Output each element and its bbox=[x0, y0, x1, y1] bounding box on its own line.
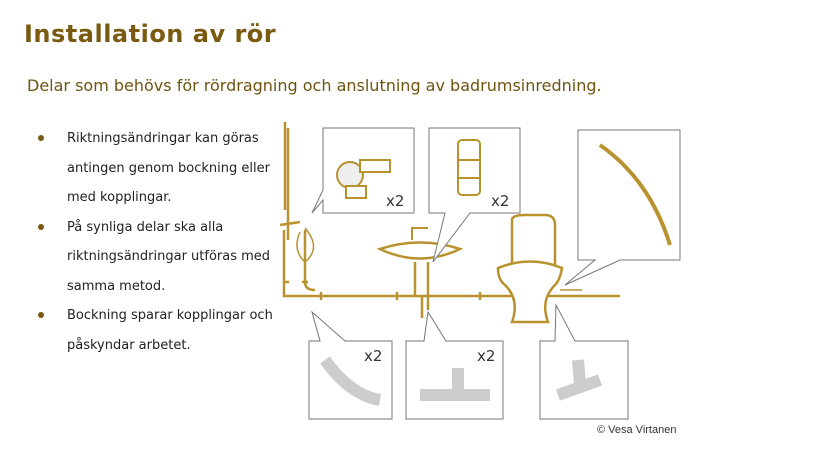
pipe-line bbox=[279, 220, 620, 298]
bullet-item: På synliga delar ska alla riktningsändri… bbox=[36, 213, 276, 302]
shower-rail-icon bbox=[283, 122, 290, 240]
elbow-qty: x2 bbox=[364, 347, 382, 365]
bullet-icon bbox=[38, 312, 44, 318]
tee-icon bbox=[420, 368, 490, 401]
bullet-icon bbox=[38, 223, 44, 230]
toilet-icon bbox=[510, 213, 557, 267]
tee-qty: x2 bbox=[477, 347, 495, 365]
bullet-text: På synliga delar ska alla riktningsändri… bbox=[67, 219, 271, 294]
bullet-item: Bockning sparar kopplingar och påskyndar… bbox=[36, 301, 276, 360]
bullet-item: Riktningsändringar kan göras antingen ge… bbox=[36, 124, 276, 213]
sink-icon bbox=[376, 241, 464, 260]
bullet-text: Riktningsändringar kan göras antingen ge… bbox=[67, 131, 270, 205]
elbow-icon bbox=[320, 356, 382, 406]
hose-icon bbox=[598, 143, 672, 246]
callout-hose bbox=[564, 129, 681, 286]
coupling-icon bbox=[457, 139, 481, 196]
bullet-icon bbox=[38, 135, 44, 141]
valve-qty: x2 bbox=[386, 192, 404, 210]
copyright-credit: © Vesa Virtanen bbox=[597, 424, 677, 436]
threaded-tee-icon bbox=[555, 359, 603, 401]
callout-elbow bbox=[308, 310, 393, 420]
bullet-text: Bockning sparar kopplingar och påskyndar… bbox=[67, 308, 273, 353]
coupling-qty: x2 bbox=[491, 192, 509, 210]
callout-tee bbox=[405, 310, 504, 420]
bullet-list: Riktningsändringar kan göras antingen ge… bbox=[36, 124, 276, 360]
slide-subtitle: Delar som behövs för rördragning och ans… bbox=[27, 76, 602, 95]
slide-title: Installation av rör bbox=[24, 20, 277, 48]
